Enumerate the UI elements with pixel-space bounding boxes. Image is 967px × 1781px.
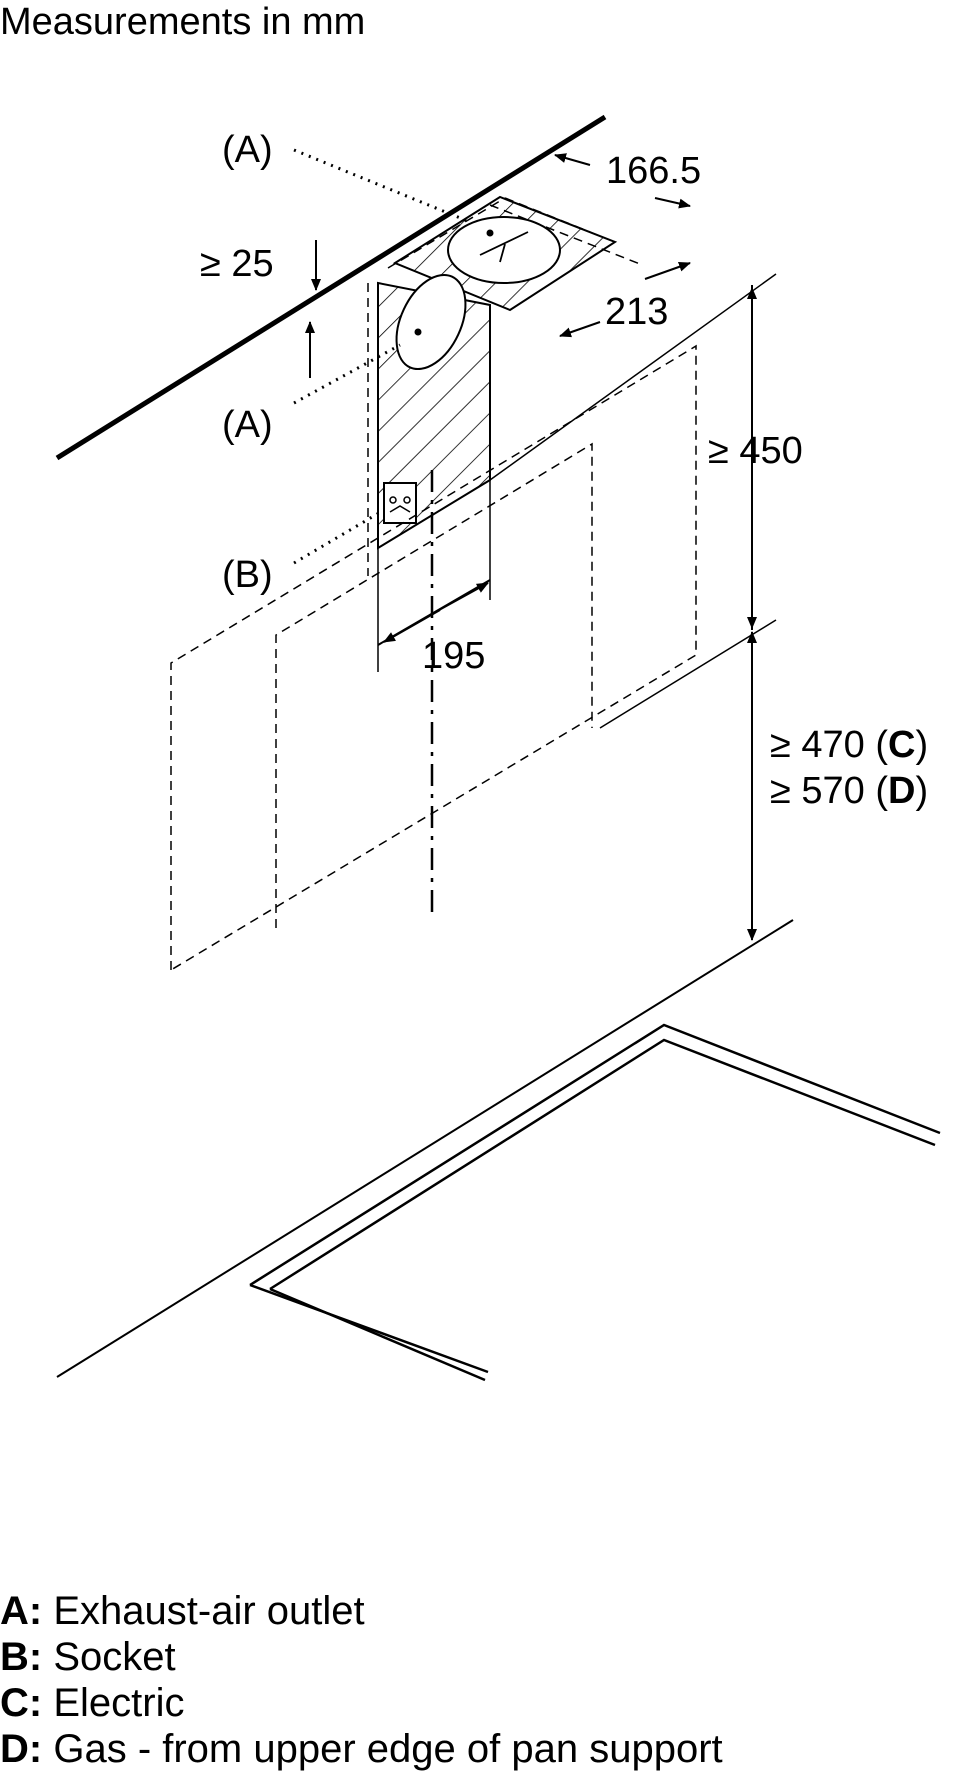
label-dim-166-5: 166.5 (606, 150, 701, 192)
label-gap-25: ≥ 25 (200, 243, 274, 285)
label-dim-470-c: ≥ 470 (C) (770, 724, 928, 766)
label-a-mid: (A) (222, 404, 273, 446)
label-b: (B) (222, 554, 273, 596)
ceiling-line (55, 114, 607, 461)
legend-item-a: A: Exhaust-air outlet (0, 1589, 365, 1633)
exhaust-outlet-wall (395, 273, 467, 371)
label-a-top: (A) (222, 129, 273, 171)
label-dim-450: ≥ 450 (708, 430, 803, 472)
legend-item-c: C: Electric (0, 1681, 185, 1725)
label-dim-570-d: ≥ 570 (D) (770, 770, 928, 812)
legend-item-d: D: Gas - from upper edge of pan support (0, 1727, 723, 1771)
legend-item-b: B: Socket (0, 1635, 176, 1679)
label-dim-195: 195 (422, 635, 485, 677)
cooktop (56, 919, 941, 1382)
label-dim-213: 213 (605, 291, 668, 333)
socket-icon (383, 482, 417, 524)
legend: A: Exhaust-air outlet B: Socket C: Elect… (0, 1588, 723, 1772)
page-title: Measurements in mm (0, 1, 365, 43)
